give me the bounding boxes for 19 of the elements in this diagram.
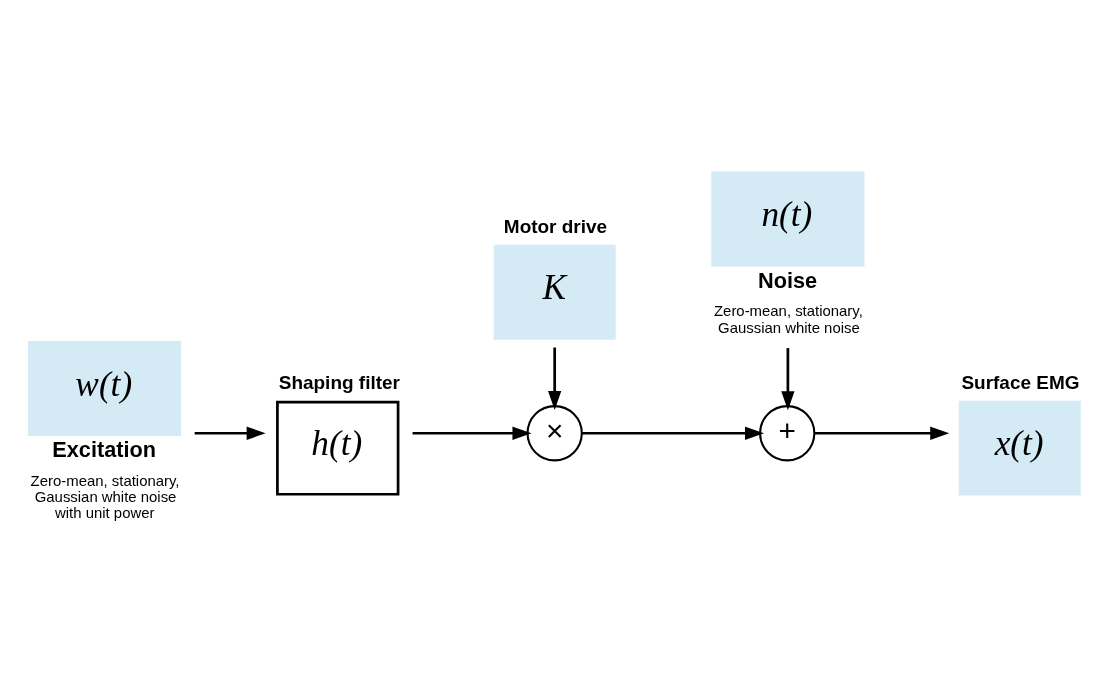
node-circle: +	[759, 404, 816, 461]
arrow	[781, 347, 795, 410]
node-box: K	[493, 244, 616, 340]
arrow	[814, 426, 950, 440]
node-label: Shaping filter	[278, 371, 400, 393]
arrow	[412, 426, 532, 440]
arrow	[581, 426, 764, 440]
node-label: Noise	[758, 267, 818, 293]
arrow	[194, 426, 266, 440]
node-label: Zero-mean, stationary, Gaussian white noise with unit power	[30, 472, 180, 521]
node-box: w(t)	[27, 340, 182, 436]
node-box: n(t)	[711, 171, 865, 266]
node-label: Excitation	[52, 436, 156, 462]
node-label: Surface EMG	[961, 371, 1080, 393]
node-label: Motor drive	[503, 215, 608, 237]
node-circle: ×	[526, 404, 583, 461]
node-label: Zero-mean, stationary, Gaussian white noise	[713, 302, 863, 336]
arrow	[548, 347, 562, 410]
node-box: x(t)	[958, 400, 1081, 496]
